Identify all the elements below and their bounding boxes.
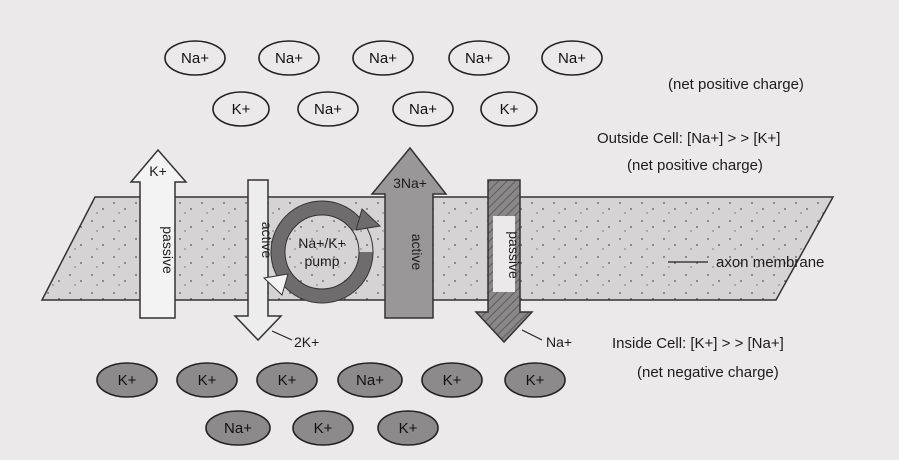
na-k-pump: Na+/K+ pump <box>262 200 382 304</box>
svg-text:Na+: Na+ <box>314 101 342 118</box>
ion-na-inside: Na+ <box>205 410 271 446</box>
ion-na-outside: Na+ <box>352 40 414 76</box>
svg-text:K+: K+ <box>232 101 251 118</box>
svg-text:K+: K+ <box>399 420 418 437</box>
svg-text:K+: K+ <box>278 372 297 389</box>
ion-na-outside: Na+ <box>258 40 320 76</box>
ion-na-inside: Na+ <box>337 362 403 398</box>
ion-k-outside: K+ <box>212 91 270 127</box>
ion-k-inside: K+ <box>176 362 238 398</box>
pump-label-line1: Na+/K+ <box>298 235 345 251</box>
svg-text:K+: K+ <box>118 372 137 389</box>
svg-text:K+: K+ <box>526 372 545 389</box>
k-active-ion-label: 2K+ <box>294 334 319 350</box>
outside-net-charge-top: (net positive charge) <box>668 76 804 93</box>
ion-k-inside: K+ <box>504 362 566 398</box>
svg-text:Na+: Na+ <box>409 101 437 118</box>
inside-cell-label: Inside Cell: [K+] > > [Na+] <box>612 335 784 352</box>
axon-membrane-label: axon membrane <box>716 254 824 271</box>
outside-net-charge: (net positive charge) <box>627 157 763 174</box>
ion-k-inside: K+ <box>96 362 158 398</box>
ion-na-outside: Na+ <box>448 40 510 76</box>
k-passive-label: passive <box>160 226 176 274</box>
ion-k-inside: K+ <box>292 410 354 446</box>
ion-na-outside: Na+ <box>541 40 603 76</box>
na-active-label: active <box>409 234 425 271</box>
ion-na-outside: Na+ <box>392 91 454 127</box>
ion-k-inside: K+ <box>256 362 318 398</box>
svg-text:Na+: Na+ <box>369 50 397 67</box>
axon-membrane <box>40 196 835 301</box>
k-passive-ion-label: K+ <box>149 163 167 179</box>
svg-text:K+: K+ <box>443 372 462 389</box>
inside-ions: K+ K+ K+ Na+ K+ K+ Na+ K+ <box>96 362 566 446</box>
pump-label-line2: pump <box>304 253 339 269</box>
svg-text:Na+: Na+ <box>558 50 586 67</box>
k-passive-arrow: K+ passive <box>129 148 188 319</box>
inside-net-charge: (net negative charge) <box>637 364 779 381</box>
ion-na-outside: Na+ <box>297 91 359 127</box>
na-active-arrow: 3Na+ active <box>370 146 448 319</box>
svg-text:Na+: Na+ <box>465 50 493 67</box>
na-passive-label: passive <box>506 231 522 279</box>
na-passive-arrow: passive Na+ <box>474 179 572 350</box>
svg-text:Na+: Na+ <box>356 372 384 389</box>
svg-text:K+: K+ <box>500 101 519 118</box>
ion-k-inside: K+ <box>421 362 483 398</box>
svg-text:K+: K+ <box>198 372 217 389</box>
k-active-arrow: active 2K+ <box>233 179 319 350</box>
outside-cell-label: Outside Cell: [Na+] > > [K+] <box>597 130 780 147</box>
ion-k-inside: K+ <box>377 410 439 446</box>
pump-arrowhead-icon <box>355 208 382 231</box>
pump-arrowhead-icon <box>262 273 289 296</box>
na-passive-ion-label: Na+ <box>546 334 572 350</box>
svg-text:Na+: Na+ <box>275 50 303 67</box>
svg-text:Na+: Na+ <box>181 50 209 67</box>
ion-na-outside: Na+ <box>164 40 226 76</box>
ion-k-outside: K+ <box>480 91 538 127</box>
svg-text:Na+: Na+ <box>224 420 252 437</box>
na-active-ion-label: 3Na+ <box>393 175 427 191</box>
svg-text:K+: K+ <box>314 420 333 437</box>
outside-ions: Na+ Na+ Na+ Na+ Na+ K+ Na+ Na+ <box>164 40 603 127</box>
